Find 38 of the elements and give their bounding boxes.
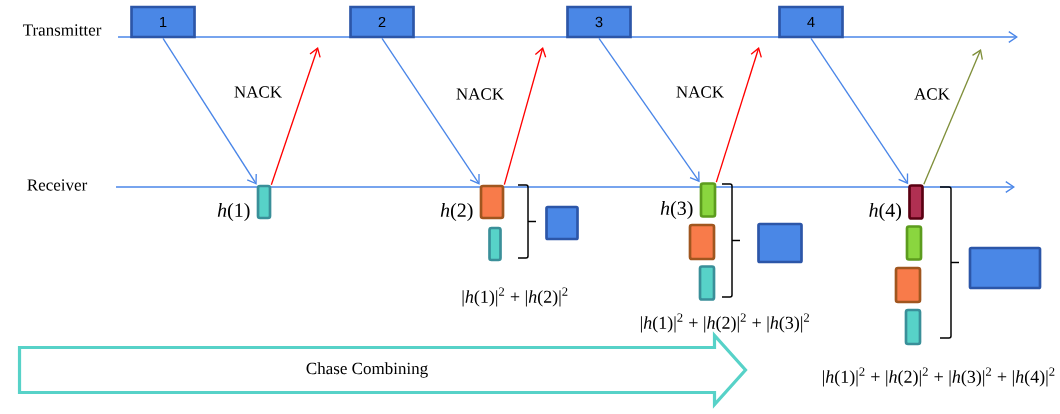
edge-label: NACK — [454, 86, 506, 102]
arrow — [270, 47, 321, 186]
signal-bar — [904, 308, 922, 346]
signal-bar — [699, 182, 717, 218]
signal-bar — [479, 184, 505, 220]
arrow — [381, 37, 480, 185]
channel-label: h(2) — [440, 202, 473, 222]
combined-block — [545, 205, 579, 241]
signal-bar — [488, 226, 502, 262]
combined-block — [757, 222, 803, 264]
signal-bar — [905, 225, 923, 261]
axis-label: Transmitter — [23, 24, 102, 36]
formula-label: |h(1)|$^{2}$ + |h(2)|$^{2}$ — [462, 287, 568, 307]
packet-box: 3 — [566, 5, 632, 39]
packet-box: 2 — [349, 5, 415, 39]
channel-label: h(4) — [869, 202, 901, 222]
edge-label: ACK — [912, 86, 952, 102]
arrow — [503, 47, 547, 186]
edge-label: NACK — [674, 84, 726, 100]
arrow — [810, 37, 909, 185]
packet-box: 1 — [130, 5, 196, 39]
signal-bar — [256, 184, 272, 220]
edge-label: NACK — [232, 84, 284, 100]
arrow — [162, 37, 257, 185]
arrow — [715, 47, 762, 183]
packet-box: 4 — [778, 5, 844, 39]
arrow — [598, 37, 700, 183]
formula-label: |h(1)|$^{2}$ + |h(2)|$^{2}$ + |h(3)|$^{2}$ — [640, 313, 810, 333]
axis-label: Receiver — [27, 179, 88, 191]
formula-label: |h(1)|$^{2}$ + |h(2)|$^{2}$ + |h(3)|$^{2}$ + |h(4)|$^{2}$ — [823, 367, 1055, 387]
signal-bar — [894, 266, 922, 304]
signal-bar — [908, 184, 924, 220]
combined-block — [968, 246, 1042, 290]
signal-bar — [688, 223, 716, 261]
signal-bar — [698, 265, 716, 301]
channel-label: h(3) — [660, 200, 693, 220]
channel-label: h(1) — [217, 202, 250, 222]
arrow — [923, 49, 983, 185]
